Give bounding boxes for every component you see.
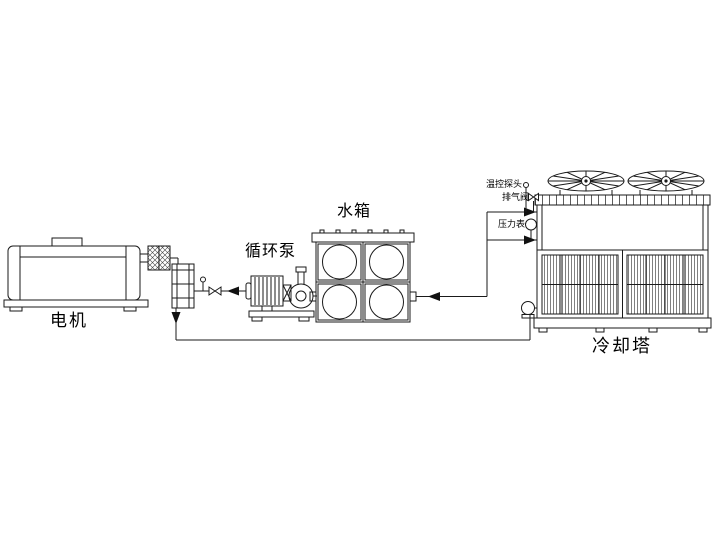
pressure-gauge-icon [525, 218, 537, 240]
vent-valve-icon [528, 192, 539, 212]
cooling-tower-drawing [533, 170, 712, 333]
motor-coupling [147, 245, 179, 271]
louver-panel-right [626, 254, 704, 315]
flow-arrows [171, 207, 536, 324]
motor-drawing [3, 237, 149, 312]
arrow-left-to-motor [227, 286, 239, 296]
vent-valve-label: 排气阀 [502, 192, 530, 202]
pressure-gauge-label: 压力表 [498, 219, 526, 229]
tank-label: 水箱 [337, 203, 372, 220]
fan-deck [534, 194, 711, 206]
arrow-right-to-tower-top [524, 207, 536, 217]
fan-right-icon [627, 170, 705, 195]
pump-label: 循环泵 [245, 243, 297, 260]
stem-valve-icon [200, 276, 206, 291]
arrow-left-to-tank [428, 292, 440, 301]
motor-label: 电机 [50, 311, 88, 330]
louver-panel-left [541, 254, 619, 315]
tower-basin [533, 317, 712, 329]
tower-label: 冷却塔 [592, 336, 652, 356]
water-tank-drawing [309, 229, 417, 323]
temp-probe-label: 温控探头 [486, 179, 523, 189]
motor-cooler-column [171, 263, 195, 309]
tower-spray-pump-icon [521, 301, 537, 340]
temp-probe-icon [523, 182, 529, 212]
inline-valve-icon [208, 286, 222, 296]
arrow-right-to-tower-bottom [524, 235, 536, 245]
arrow-down-from-motor [171, 312, 181, 324]
pump-drawing [245, 266, 317, 322]
fan-left-icon [547, 170, 625, 195]
